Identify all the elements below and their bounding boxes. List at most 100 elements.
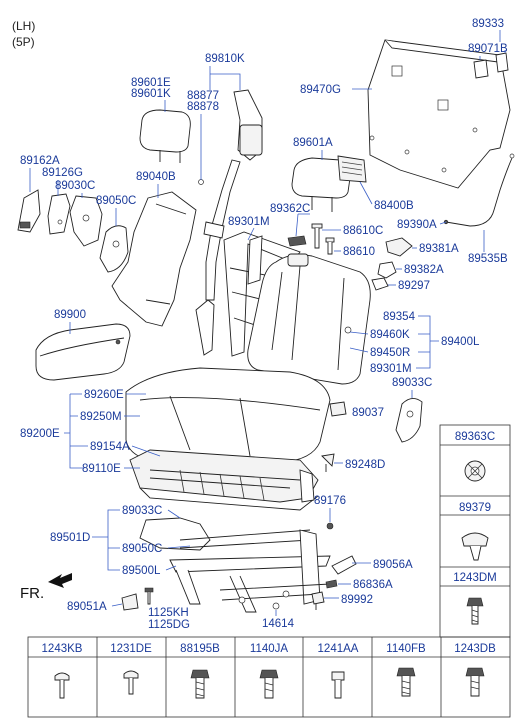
label-89037: 89037 [352, 407, 384, 419]
label-89301M-upper: 89301M [228, 216, 270, 228]
label-89460K: 89460K [370, 329, 410, 341]
label-89810K: 89810K [205, 53, 245, 65]
bottom-parts-table [27, 636, 511, 718]
seatbelt-drawing [195, 89, 263, 356]
seatback-frame-drawing [223, 231, 301, 357]
label-89071B: 89071B [468, 43, 508, 55]
side-table-cell-1: 89363C [455, 431, 495, 443]
label-89200E: 89200E [20, 428, 60, 440]
label-14614: 14614 [262, 618, 295, 630]
label-89535B: 89535B [468, 253, 508, 265]
label-1125KH: 1125KH [148, 607, 189, 619]
bolt-86836A-drawing [325, 579, 338, 589]
cap-89992-drawing [311, 591, 325, 610]
bracket-89162A-drawing [17, 189, 41, 233]
label-89470G: 89470G [300, 84, 341, 96]
front-direction-label: FR. [20, 585, 44, 602]
bolt-1243DM-icon [466, 597, 484, 625]
bottom-table-cell-6: 1140FB [386, 643, 426, 655]
label-89501D: 89501D [50, 532, 90, 544]
fastener-89379-icon [461, 532, 489, 561]
label-89301M: 89301M [370, 363, 412, 375]
side-label: (LH) [12, 19, 35, 33]
label-89354: 89354 [383, 311, 416, 323]
variant-label: (5P) [12, 35, 35, 49]
headrest-guide-parts-drawing [287, 223, 335, 255]
label-89176: 89176 [314, 495, 346, 507]
label-89992: 89992 [341, 594, 373, 606]
bracket-89056A-drawing [331, 555, 357, 575]
bottom-table-cell-7: 1243DB [454, 643, 496, 655]
label-86836A: 86836A [353, 579, 393, 591]
label-89601A: 89601A [293, 137, 333, 149]
label-89040B: 89040B [136, 171, 176, 183]
label-89030C: 89030C [55, 180, 95, 192]
label-88878: 88878 [187, 101, 219, 113]
lock-parts-drawing [371, 237, 413, 291]
label-89333: 89333 [472, 18, 504, 30]
label-89450R: 89450R [370, 347, 410, 359]
label-89362C: 89362C [270, 203, 310, 215]
bolt-88195B-icon [190, 669, 210, 699]
bottom-table-cell-5: 1241AA [318, 643, 359, 655]
bracket-89051A-drawing [121, 593, 139, 611]
label-89381A: 89381A [419, 243, 459, 255]
cover-89030C-drawing [69, 195, 103, 247]
label-89248D: 89248D [345, 459, 385, 471]
label-89033C-right: 89033C [392, 377, 432, 389]
bottom-table-cell-3: 88195B [180, 643, 220, 655]
label-89260E: 89260E [84, 389, 124, 401]
release-cable-drawing [443, 153, 515, 227]
screw-1231DE-icon [123, 670, 139, 695]
seatback-side-frame-drawing [111, 191, 197, 327]
bolt-1140FB-icon [396, 667, 416, 697]
patch-89037-drawing [329, 401, 347, 417]
label-89050C-upper: 89050C [96, 195, 136, 207]
bottom-table-cell-2: 1231DE [110, 643, 152, 655]
label-1125DG: 1125DG [148, 619, 190, 631]
label-89126G: 89126G [42, 167, 83, 179]
clip-89363C-icon [464, 460, 486, 482]
screw-1125KH-drawing [144, 587, 154, 605]
screw-1243KB-icon [54, 672, 70, 699]
label-88877: 88877 [187, 90, 219, 102]
bottom-table-cell-1: 1243KB [42, 643, 83, 655]
label-89250M: 89250M [80, 411, 122, 423]
label-89390A: 89390A [397, 219, 437, 231]
bottom-table-cell-4: 1140JA [250, 643, 288, 655]
label-89900: 89900 [54, 309, 86, 321]
label-89601E: 89601E [131, 77, 171, 89]
armrest-drawing [35, 323, 131, 381]
label-89110E: 89110E [82, 463, 121, 475]
clip-14614-drawing [272, 602, 280, 610]
label-88400B: 88400B [374, 200, 414, 212]
seat-rail-drawing [139, 517, 331, 613]
label-89050C-lower: 89050C [122, 543, 162, 555]
bolt-1243DB-icon [465, 667, 485, 697]
screw-1241AA-icon [331, 671, 345, 699]
side-table-cell-2: 89379 [459, 502, 491, 514]
clip-89248D-drawing [321, 453, 335, 472]
seat-cushion-drawing [125, 367, 331, 463]
label-88610: 88610 [343, 246, 375, 258]
bolt-1140JA-icon [259, 669, 279, 699]
headrest-guide-drawing [337, 155, 367, 183]
label-89154A: 89154A [90, 441, 130, 453]
nut-89176-drawing [326, 522, 334, 530]
label-89056A: 89056A [373, 559, 413, 571]
seatback-board-drawing [367, 39, 511, 189]
label-88610C: 88610C [343, 225, 383, 237]
side-table-cell-3: 1243DM [453, 572, 496, 584]
label-89297: 89297 [398, 280, 430, 292]
headrest-outer-drawing [139, 109, 191, 163]
label-89162A: 89162A [20, 155, 60, 167]
label-89400L: 89400L [441, 336, 480, 348]
seat-frame-drawing [139, 469, 319, 511]
hinge-89071B-drawing [473, 52, 509, 79]
cover-89033C-right-drawing [395, 398, 423, 443]
headrest-center-drawing [291, 157, 351, 212]
label-89051A: 89051A [67, 601, 107, 613]
cover-89050C-top-drawing [99, 225, 129, 273]
label-89382A: 89382A [404, 264, 444, 276]
